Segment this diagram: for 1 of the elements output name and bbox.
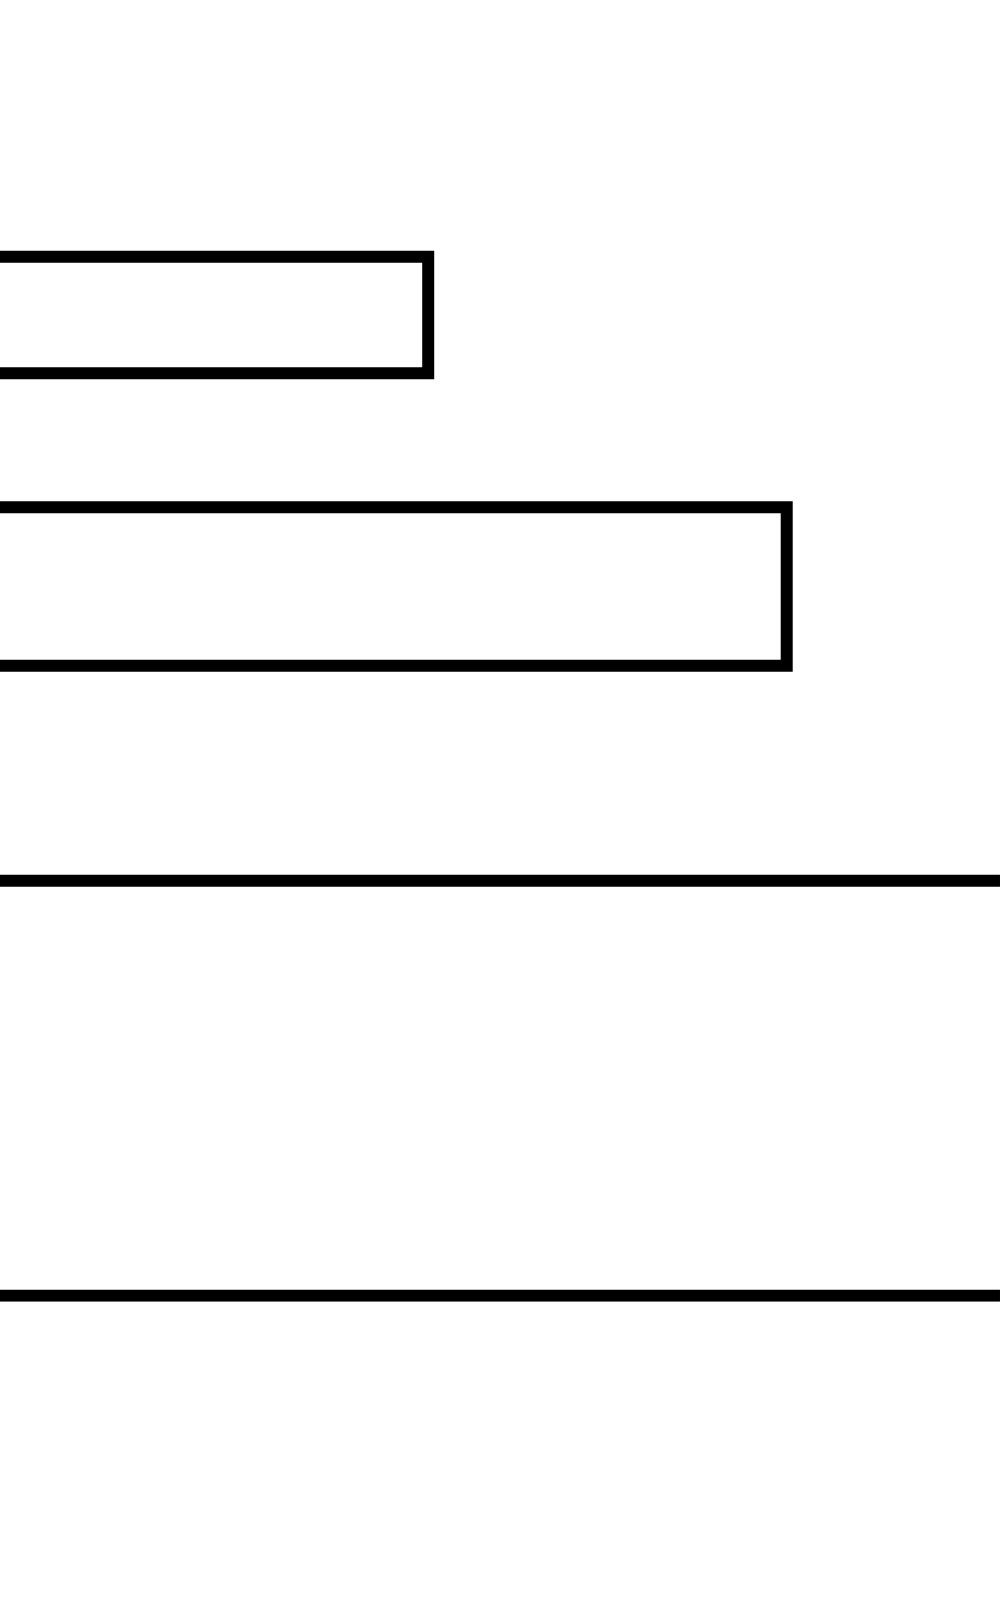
horizontal-band (0, 874, 1000, 1302)
